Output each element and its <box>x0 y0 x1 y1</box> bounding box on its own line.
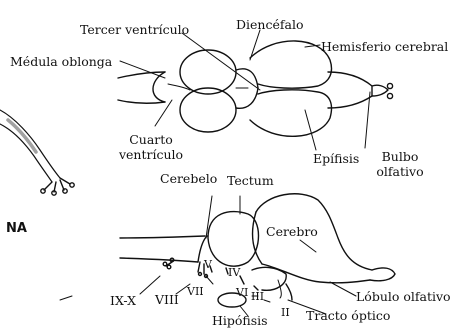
label-cuarto-ventriculo-line2: ventrículo <box>116 148 186 161</box>
label-lobulo-olfativo: Lóbulo olfativo <box>356 290 451 303</box>
label-cerebro: Cerebro <box>266 225 318 238</box>
dorsal-brain <box>118 41 393 136</box>
label-nerve-iv: IV <box>228 266 240 279</box>
frog-leg-fragment <box>0 110 74 195</box>
label-nerve-vi: VI <box>236 286 248 299</box>
label-nerve-ii: II <box>281 306 290 319</box>
label-bulbo-olfativo-line2: olfativo <box>370 165 430 178</box>
label-na-fragment: NA <box>6 222 27 235</box>
label-hipofisis: Hipófisis <box>212 314 268 327</box>
label-nerve-ix-x: IX-X <box>110 294 136 307</box>
label-nerve-v: V <box>204 258 212 271</box>
label-hemisferio-cerebral: Hemisferio cerebral <box>321 40 448 53</box>
label-tracto-optico: Tracto óptico <box>306 309 390 322</box>
label-nerve-iii: III <box>251 290 264 303</box>
label-epifisis: Epífisis <box>313 152 359 165</box>
label-bulbo-olfativo-line1: Bulbo <box>370 150 430 163</box>
label-nerve-vii: VII <box>187 285 204 298</box>
lateral-leaders <box>60 196 356 316</box>
label-medula-oblonga: Médula oblonga <box>10 55 112 68</box>
label-diencefalo: Diencéfalo <box>236 18 303 31</box>
label-tercer-ventriculo: Tercer ventrículo <box>80 23 189 36</box>
label-cerebelo: Cerebelo <box>160 172 217 185</box>
label-cuarto-ventriculo-line1: Cuarto <box>116 133 186 146</box>
label-tectum: Tectum <box>227 174 274 187</box>
label-nerve-viii: VIII <box>155 293 179 306</box>
